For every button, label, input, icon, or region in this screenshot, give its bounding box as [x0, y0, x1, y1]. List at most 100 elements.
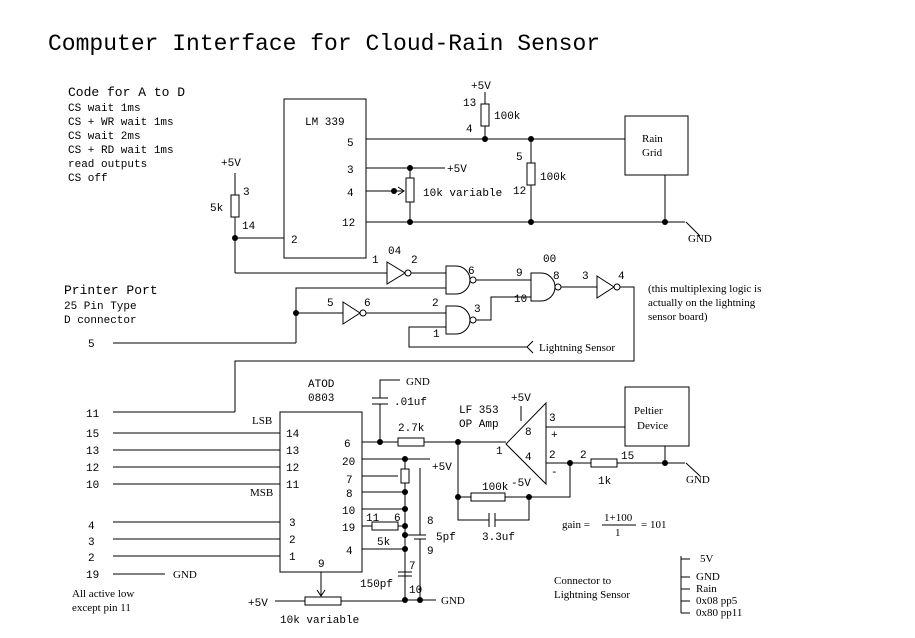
resistor-small [400, 468, 410, 484]
rain-grid-label: Rain [642, 133, 663, 145]
logic-note: sensor board) [648, 311, 708, 323]
pin-label: 4 [466, 124, 473, 136]
opamp-label: OP Amp [459, 419, 499, 431]
resistor-label: 2.7k [398, 423, 425, 435]
wire [295, 287, 446, 343]
opamp-pin: 4 [525, 452, 532, 464]
adc-label: 0803 [308, 393, 334, 405]
code-line: CS wait 2ms [68, 131, 141, 143]
printer-heading: Printer Port [64, 283, 158, 298]
gain-denominator: 1 [615, 527, 621, 539]
potentiometer-10k-adc [304, 596, 342, 606]
adc-pin: 7 [346, 475, 353, 487]
code-line: read outputs [68, 159, 147, 171]
wire [476, 296, 531, 321]
adc-pin: 4 [346, 546, 353, 558]
lm339-pin: 12 [342, 218, 355, 230]
pin-label: 10 [409, 585, 422, 597]
wire [685, 221, 701, 237]
wire [234, 286, 635, 412]
port-pin: 5 [88, 339, 95, 351]
port-pin: 4 [88, 521, 95, 533]
opamp-pin: 2 [549, 450, 556, 462]
gain-result: = 101 [641, 519, 666, 531]
opamp-pin: 3 [549, 413, 556, 425]
nand-bubble [469, 316, 477, 324]
pin-label: 6 [394, 513, 401, 525]
wire [685, 462, 701, 477]
junction-dot [232, 235, 238, 241]
port-pin: 15 [86, 429, 99, 441]
code-heading: Code for A to D [68, 85, 185, 100]
opamp-triangle [505, 401, 547, 486]
port-pin: 2 [88, 553, 95, 565]
adc-pin: 9 [318, 559, 325, 571]
junction-dot [567, 460, 573, 466]
pin-label: 14 [242, 221, 256, 233]
pin-label: 12 [513, 186, 526, 198]
port-pin: 11 [86, 409, 100, 421]
lm339-pin: 2 [291, 235, 298, 247]
wire [379, 379, 400, 398]
code-line: CS + WR wait 1ms [68, 117, 174, 129]
adc-pin: 12 [286, 463, 299, 475]
port-pin: 10 [86, 480, 99, 492]
adc-pin: 3 [289, 518, 296, 530]
wire [408, 326, 527, 348]
inverter-pin5 [342, 301, 361, 325]
resistor-label: 5k [210, 203, 224, 215]
vcc-label: +5V [471, 81, 491, 93]
opamp-pin: 1 [496, 446, 503, 458]
wiper-arrow [397, 186, 405, 196]
adc-pin: 6 [344, 439, 351, 451]
lm339-pin: 3 [347, 165, 354, 177]
connector-item: Rain [696, 583, 717, 595]
msb-label: MSB [250, 487, 273, 499]
adc-pin: 11 [286, 480, 300, 492]
capacitor-150pf [398, 571, 412, 577]
inverter-output [596, 275, 615, 299]
wire [457, 497, 530, 521]
junction-dot [528, 219, 534, 225]
nand-gate-b [445, 305, 471, 335]
connector-item: 0x80 pp11 [696, 607, 742, 619]
gate-pin: 8 [553, 271, 560, 283]
gate-pin: 9 [516, 268, 523, 280]
lsb-label: LSB [252, 415, 272, 427]
vcc-label: +5V [248, 598, 268, 610]
peltier-box [624, 386, 690, 447]
connector-title: Connector to [554, 575, 612, 587]
diagram-title: Computer Interface for Cloud-Rain Sensor [48, 31, 600, 57]
junction-dot [402, 523, 408, 529]
junction-dot [402, 546, 408, 552]
vcc-label: +5V [511, 393, 531, 405]
code-line: CS wait 1ms [68, 103, 141, 115]
adc-pin: 8 [346, 489, 353, 501]
resistor-100k-b [526, 162, 536, 186]
adc-pin: 1 [289, 552, 296, 564]
junction-dot [482, 136, 488, 142]
junction-dot [402, 489, 408, 495]
opamp-sign: - [551, 467, 558, 479]
cap-label: 3.3uf [482, 532, 515, 544]
cap-label: 5pf [436, 532, 456, 544]
opamp-pin: 8 [525, 427, 532, 439]
opamp-sign: + [551, 430, 558, 442]
nand-bubble [554, 283, 562, 291]
lm339-pin: 5 [347, 138, 354, 150]
gnd-label: GND [406, 376, 430, 388]
vcc-label: +5V [221, 158, 241, 170]
resistor-label: 100k [540, 172, 567, 184]
pot-label: 10k variable [280, 615, 359, 627]
gate-pin: 4 [618, 271, 625, 283]
lm339-chip [283, 98, 367, 259]
port-pin: 13 [86, 446, 99, 458]
adc-label: ATOD [308, 379, 335, 391]
connector-title: Lightning Sensor [554, 589, 630, 601]
connector-item: 5V [700, 553, 714, 565]
gain-numerator: 1+100 [604, 512, 633, 524]
rain-grid-label: Grid [642, 147, 663, 159]
resistor-2-7k [397, 437, 425, 447]
vcc-label: +5V [447, 164, 467, 176]
inverter-bubble [404, 269, 412, 277]
